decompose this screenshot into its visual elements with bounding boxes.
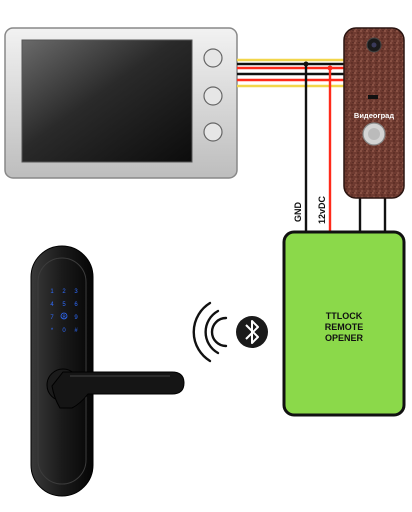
monitor-button-1[interactable] [203, 48, 223, 68]
ttlock-remote-opener: TTLOCK REMOTE OPENER [282, 230, 406, 417]
keypad-key[interactable]: 1 [50, 289, 54, 295]
monitor-screen [21, 39, 193, 163]
doorbell-panel: Видеоград [343, 27, 405, 199]
keypad-key[interactable]: * [51, 328, 54, 334]
bluetooth-icon [236, 316, 268, 348]
keypad-key[interactable]: 7 [50, 315, 54, 321]
keypad-key[interactable]: 5 [62, 302, 66, 308]
monitor-button-3[interactable] [203, 122, 223, 142]
fingerprint-icon [60, 312, 68, 320]
lock-handle[interactable] [51, 371, 185, 409]
keypad-key[interactable]: # [74, 328, 78, 334]
keypad-key[interactable]: 6 [74, 302, 78, 308]
keypad-key[interactable]: 3 [74, 289, 78, 295]
module-label-line3: OPENER [325, 333, 364, 343]
keypad-key[interactable]: 9 [74, 315, 78, 321]
keypad-key[interactable]: 8 [62, 315, 66, 321]
led-indicator [368, 95, 378, 99]
smart-lock: 1 2 3 4 5 6 7 8 9 * 0 # [30, 245, 185, 497]
power-label: 12vDC [317, 195, 327, 224]
monitor-wires [237, 58, 344, 88]
doorbell-brand: Видеоград [354, 111, 394, 120]
gnd-label: GND [293, 202, 303, 223]
keypad-key[interactable]: 2 [62, 289, 66, 295]
wireless-signal [192, 301, 228, 363]
module-label-line1: TTLOCK [326, 311, 363, 321]
monitor-button-2[interactable] [203, 86, 223, 106]
video-monitor [4, 27, 238, 179]
keypad-key[interactable]: 4 [50, 302, 54, 308]
module-label-line2: REMOTE [325, 322, 364, 332]
keypad-key[interactable]: 0 [62, 328, 66, 334]
power-wires [303, 61, 387, 232]
lock-keypad: 1 2 3 4 5 6 7 8 9 * 0 # [50, 289, 78, 334]
